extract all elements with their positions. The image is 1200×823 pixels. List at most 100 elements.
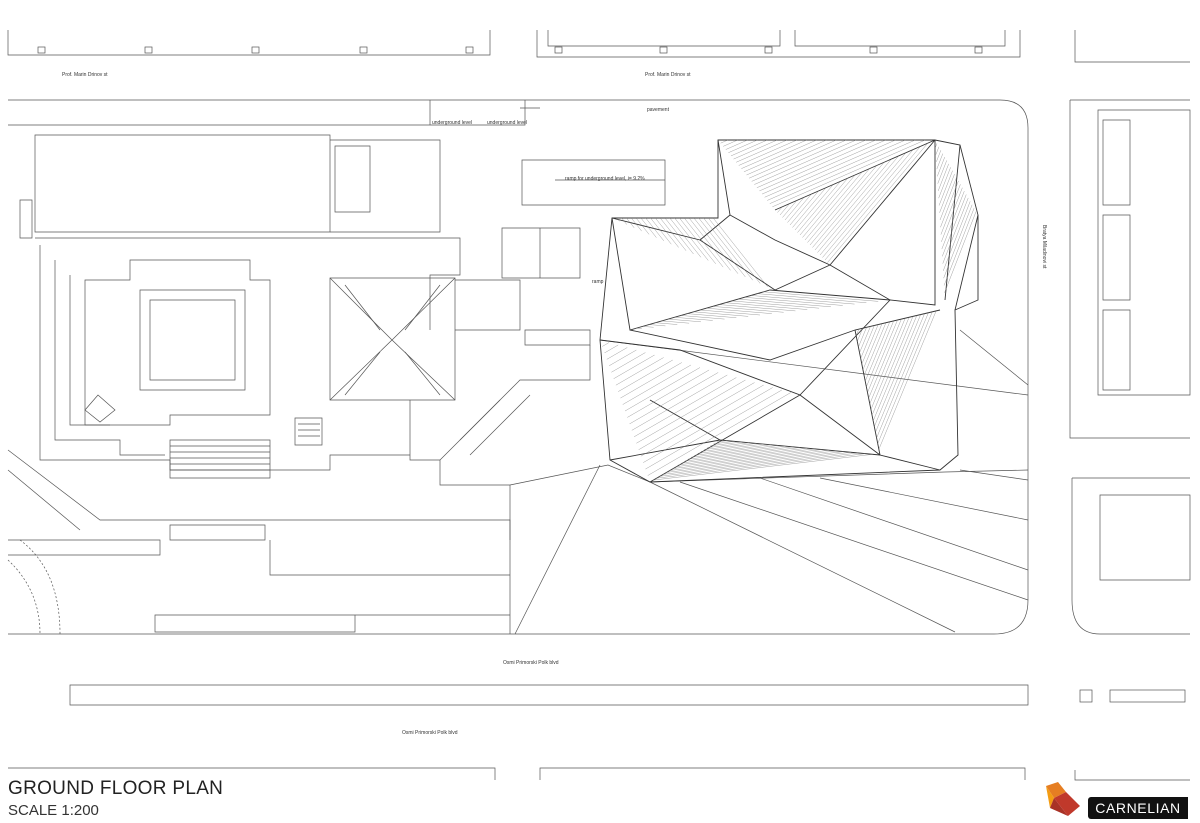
hatch-line (720, 139, 728, 144)
hatch-line (679, 217, 716, 264)
ramp-short-label: ramp (592, 279, 604, 285)
hatch-line (866, 320, 894, 387)
hatch-line (697, 444, 771, 454)
hatch-line (710, 441, 742, 446)
street-label-bottom-2: Osmi Primorski Polk blvd (402, 730, 458, 736)
hatch-line (939, 174, 955, 213)
hatch-line (938, 170, 953, 206)
hatch-line (817, 155, 899, 253)
hatch-line (809, 165, 877, 246)
hatch-line (688, 446, 793, 460)
hatch-line (763, 291, 879, 302)
sheet-title: GROUND FLOOR PLAN (8, 778, 224, 799)
hatch-line (779, 203, 790, 216)
hatch-line (942, 194, 967, 257)
hatch-line (636, 379, 746, 444)
hatch-line (743, 139, 817, 172)
hatch-line (708, 217, 761, 284)
hatch-line (860, 325, 875, 359)
hatch-line (725, 302, 808, 310)
hatch-line (756, 139, 867, 188)
facade-hatching (602, 139, 977, 481)
hatch-line (604, 344, 619, 354)
hatch-line (814, 158, 892, 251)
hatch-line (661, 320, 690, 324)
hatch-line (935, 146, 940, 155)
hatch-line (723, 139, 738, 147)
hatch-line (655, 217, 679, 248)
hatch-line (855, 329, 860, 336)
hatch-line (807, 168, 870, 243)
hatch-line (713, 441, 735, 444)
hatch-line (738, 139, 797, 166)
hatch-line (635, 217, 650, 235)
hatch-line (609, 349, 637, 366)
hatch-line (822, 149, 914, 258)
hatch-line (647, 392, 791, 476)
hatch-line (944, 211, 977, 293)
hatch-line (622, 364, 691, 405)
hatch-line (680, 315, 725, 320)
hatch-line (684, 217, 724, 268)
hatch-line (741, 139, 807, 169)
hatch-line (713, 217, 768, 287)
hatch-line (865, 321, 890, 382)
hatch-line (799, 178, 848, 236)
hatch-line (746, 139, 827, 176)
hatch-line (943, 201, 971, 271)
crystal-building (599, 139, 979, 483)
brand-badge: CARNELIAN (1088, 797, 1188, 819)
hatch-line (728, 139, 758, 153)
hatch-line (750, 295, 855, 305)
hatch-line (736, 139, 788, 163)
hatch-line (674, 317, 713, 321)
hatch-line (703, 217, 753, 281)
hatch-line (719, 304, 796, 312)
street-label-bottom-1: Osmi Primorski Polk blvd (503, 660, 559, 666)
street-label-top-center: Prof. Marin Drinov st (645, 72, 691, 78)
hatch-line (704, 443, 757, 450)
hatch-line (672, 450, 830, 469)
hatch-line (858, 327, 867, 348)
hatch-line (640, 217, 657, 238)
hatch-line (868, 319, 902, 399)
hatch-line (876, 312, 929, 439)
hatch-line (940, 180, 959, 228)
hatch-line (794, 184, 834, 231)
hatch-line (943, 204, 973, 279)
hatch-line (669, 450, 837, 471)
hatch-line (939, 177, 957, 221)
hatch-line (938, 167, 951, 199)
sheet-scale: SCALE 1:200 (8, 802, 99, 819)
hatch-line (935, 143, 938, 148)
hatch-line (613, 354, 655, 379)
hatch-line (645, 389, 782, 470)
site-boundary (8, 99, 1029, 635)
hatch-line (631, 374, 728, 431)
hatch-line (942, 197, 969, 264)
hatch-line (827, 143, 928, 263)
hatch-line (699, 309, 761, 316)
hatch-line (643, 387, 773, 463)
hatch-line (602, 342, 610, 347)
hatch-line (875, 313, 925, 433)
hatch-line (634, 377, 737, 437)
sidewalk-markers (37, 46, 983, 54)
plaza-grid (509, 329, 1029, 635)
hatch-line (863, 322, 887, 376)
hatch-line (767, 139, 906, 201)
hatch-line (797, 181, 841, 233)
hatch-line (859, 326, 871, 353)
hatch-line (691, 445, 786, 458)
carnelian-logo-icon (1046, 782, 1080, 816)
hatch-line (712, 306, 784, 313)
hatch-line (642, 326, 654, 328)
pavement-label: pavement (647, 107, 670, 113)
hatch-line (812, 162, 885, 248)
hatch-line (937, 156, 945, 177)
hatch-line (611, 352, 646, 373)
hatch-line (621, 217, 627, 225)
hatch-line (943, 208, 975, 286)
hatch-line (769, 139, 916, 204)
hatch-line (684, 447, 801, 462)
